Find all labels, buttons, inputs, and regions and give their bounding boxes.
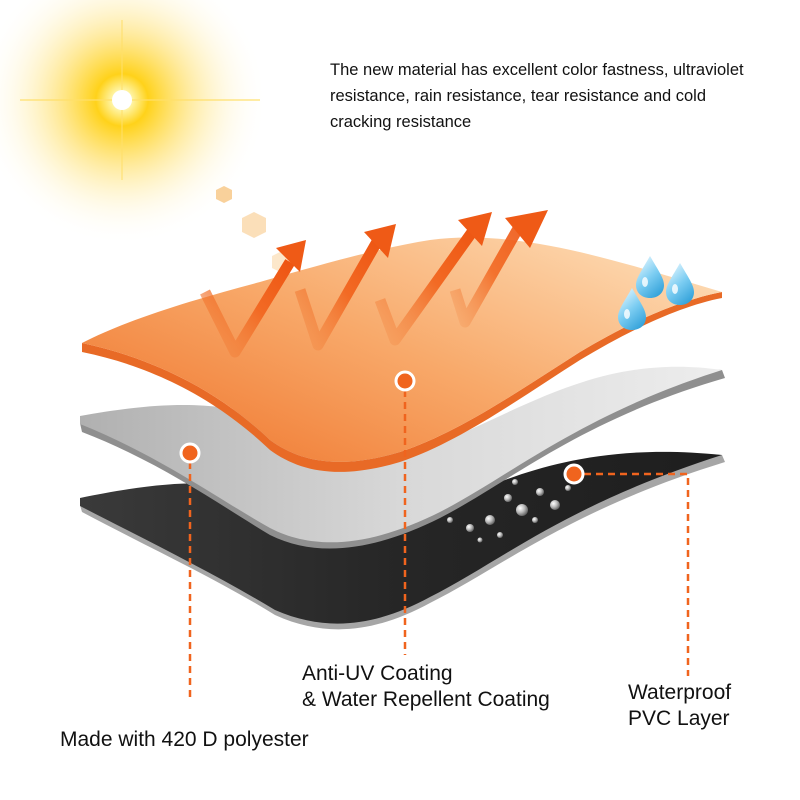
callout-anti-uv [394,370,416,655]
polyester-label: Made with 420 D polyester [60,728,309,751]
water-drop-icon [618,256,694,330]
sun-icon [0,0,267,245]
waterproof-label-line1: Waterproof [628,681,732,704]
water-beads [447,479,571,543]
anti-uv-label-line2: & Water Repellent Coating [302,688,550,711]
callout-polyester [179,442,201,700]
uv-particles [216,186,292,273]
anti-uv-label: Anti-UV Coating & Water Repellent Coatin… [302,661,550,713]
waterproof-label: Waterproof PVC Layer [628,680,731,732]
anti-uv-label-line1: Anti-UV Coating [302,662,453,685]
headline-text: The new material has excellent color fas… [330,61,744,131]
arrow-icon [200,210,548,358]
waterproof-label-line2: PVC Layer [628,707,730,730]
callout-pvc [563,463,690,676]
